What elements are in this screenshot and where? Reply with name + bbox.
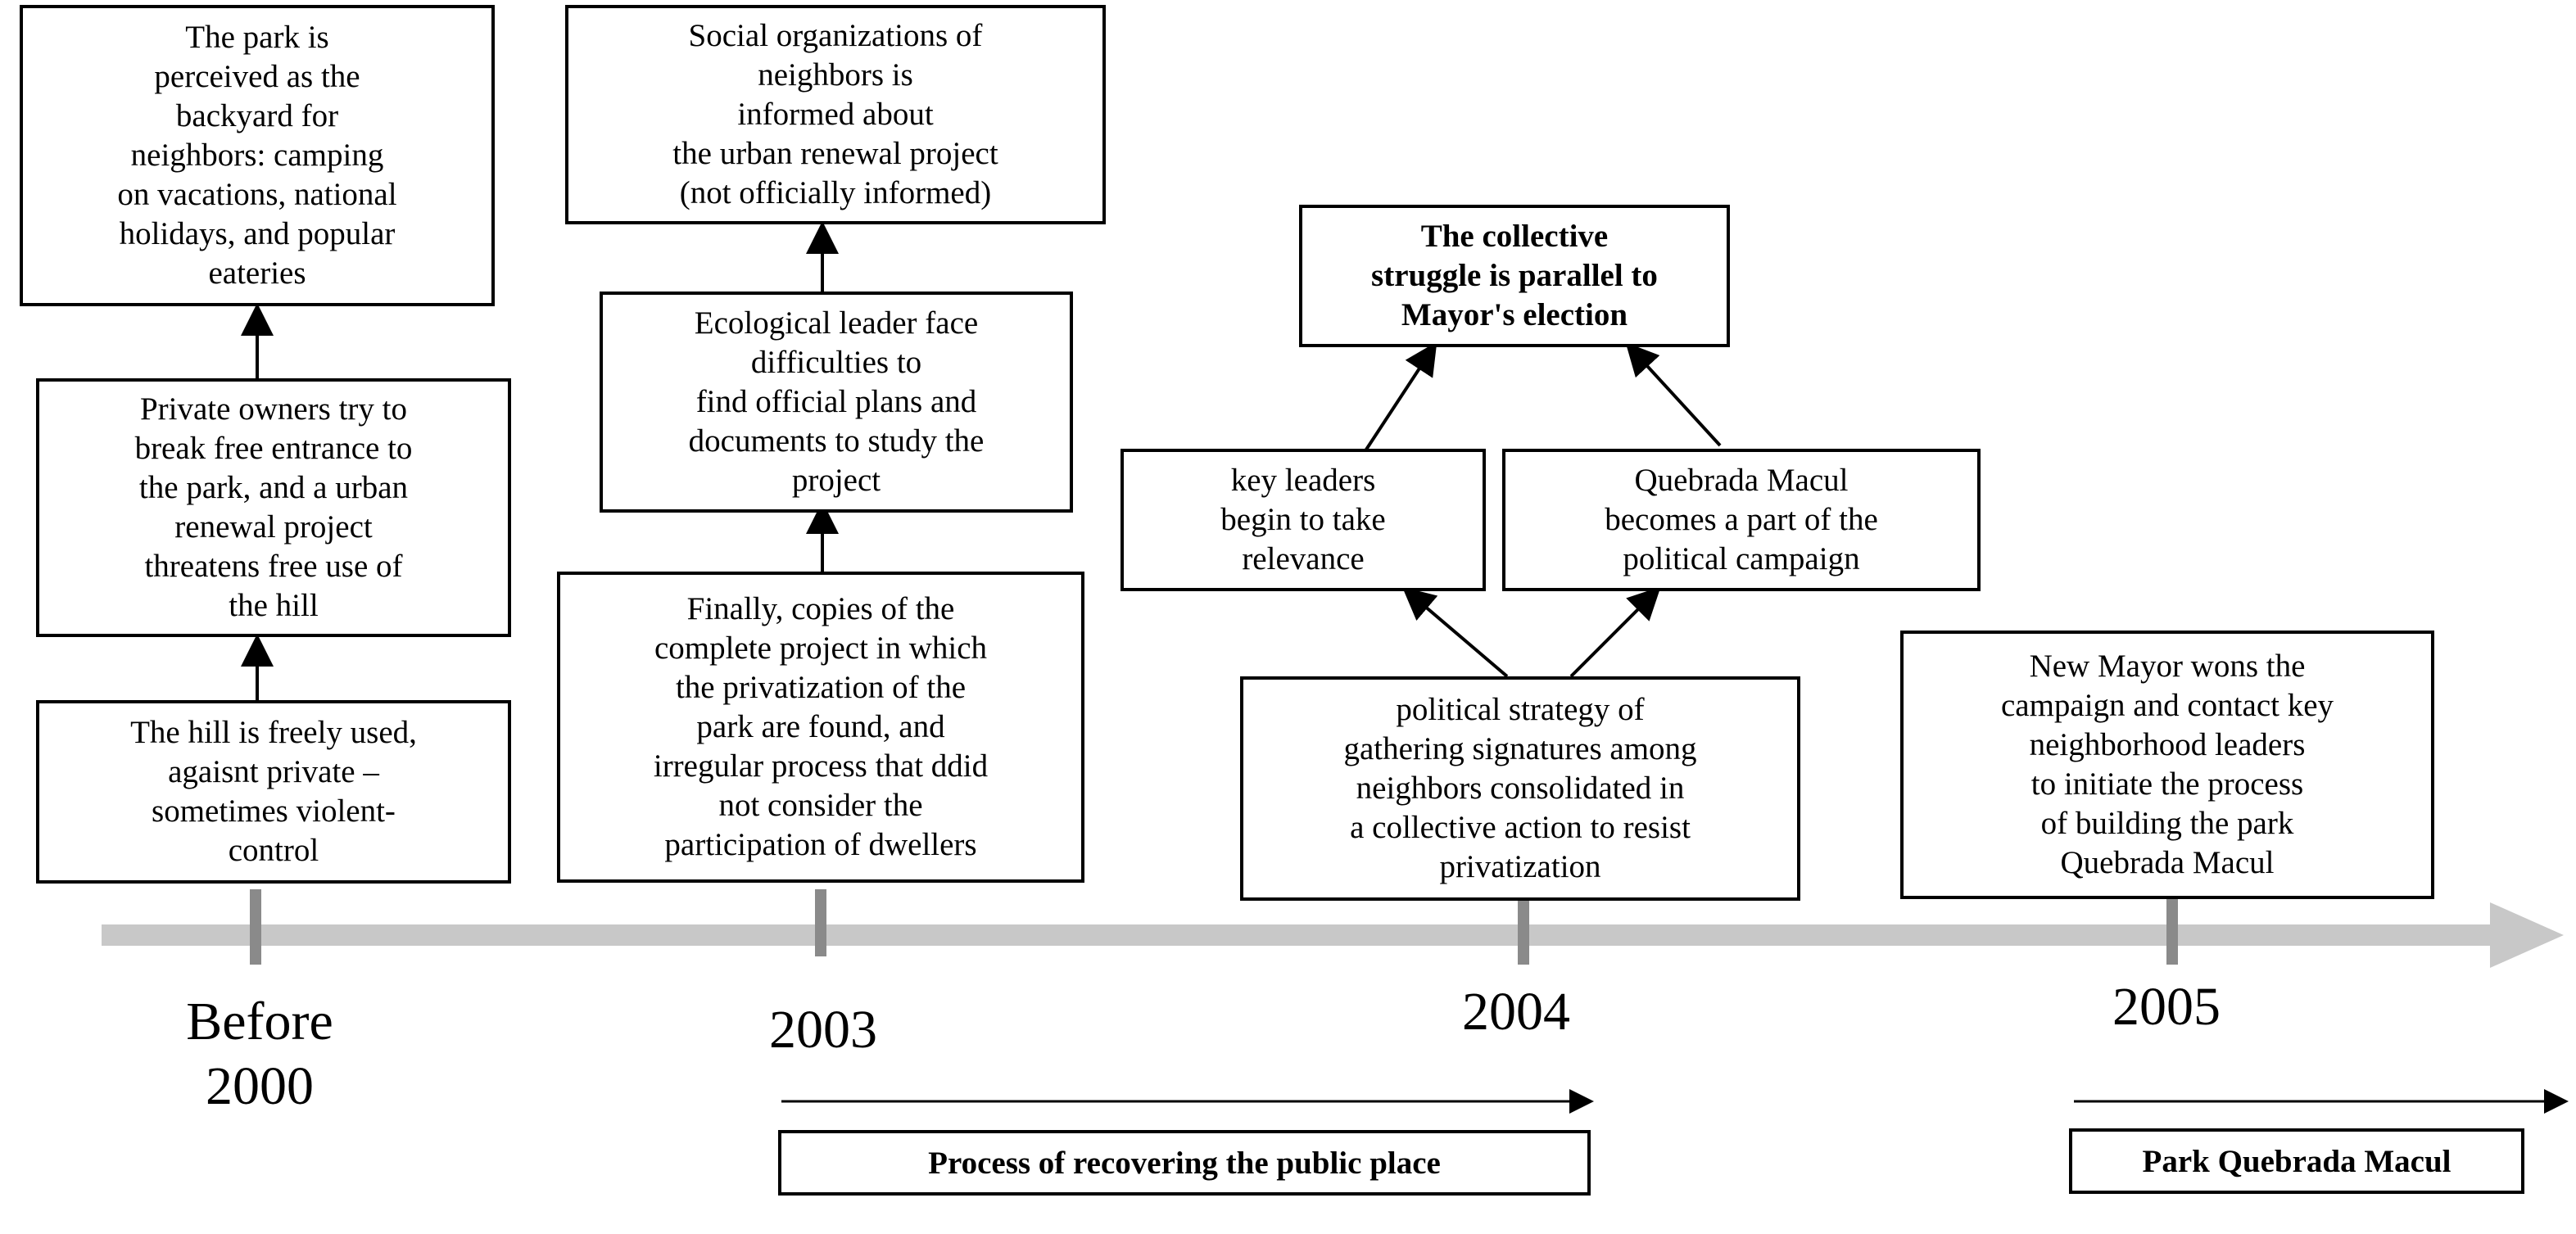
box-political-strategy: political strategy of gathering signatur… [1240,676,1800,901]
box-quebrada-campaign: Quebrada Macul becomes a part of the pol… [1502,449,1981,591]
box-new-mayor: New Mayor wons the campaign and contact … [1900,631,2434,899]
box-ecological-leader: Ecological leader face difficulties to f… [600,292,1073,513]
box-finally-copies: Finally, copies of the complete project … [557,572,1084,883]
box-hill-freely-used: The hill is freely used, agaisnt private… [36,700,511,884]
box-key-leaders: key leaders begin to take relevance [1120,449,1486,591]
arrow-b9-to-b7 [1625,342,1722,447]
box-park-backyard: The park is perceived as the backyard fo… [20,5,495,306]
year-2004: 2004 [1462,982,1570,1042]
timeline-arrowhead [2490,902,2564,968]
phase-recovering-public-place: Process of recovering the public place [778,1130,1591,1196]
arrow-b8-to-b7 [1363,341,1437,454]
year-2003: 2003 [769,1000,877,1060]
year-2005: 2005 [2112,977,2221,1037]
box-collective-struggle: The collective struggle is parallel to M… [1299,205,1730,347]
year-before-2000: Before 2000 [186,992,333,1117]
box-private-owners: Private owners try to break free entranc… [36,378,511,637]
arrow-b10-to-b9 [1569,586,1661,678]
box-social-organizations: Social organizations of neighbors is inf… [565,5,1106,224]
arrow-b10-to-b8 [1401,586,1509,678]
phase-park-quebrada-macul: Park Quebrada Macul [2069,1128,2524,1194]
